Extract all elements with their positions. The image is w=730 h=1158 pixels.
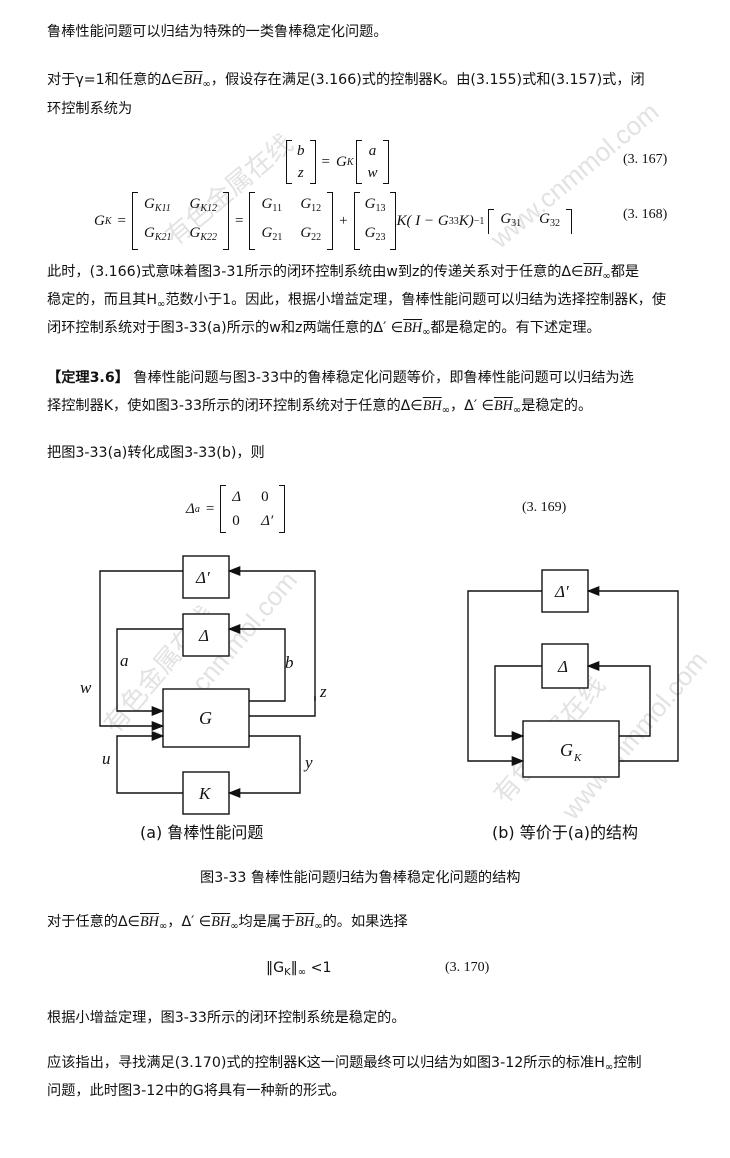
equation-number: (3. 168) (623, 207, 668, 222)
arrow-delta-prime-w (99, 570, 183, 732)
text-line: 把图3-33(a)转化成图3-33(b)，则 (47, 445, 265, 461)
arrow-b-outer-out (467, 590, 542, 767)
block-delta-prime (182, 555, 230, 599)
label-K: K (198, 784, 212, 803)
label-a: a (120, 651, 129, 670)
label-b-delta-prime: Δ′ (554, 582, 569, 601)
arrow-b-inner-in (586, 660, 651, 737)
text-line: 对于γ=1和任意的Δ∈BH∞，假设存在满足(3.166)式的控制器K。由(3.1… (47, 72, 645, 90)
theorem-label: 【定理3.6】 (47, 370, 129, 386)
arrow-delta-a (116, 628, 183, 717)
equation-number: (3. 169) (522, 500, 567, 515)
arrow-b-inner-out (494, 665, 542, 742)
arrow-b-outer-in (586, 585, 679, 762)
figure-3-33: Δ′ Δ G K a b w z u y (a) 鲁棒性能问题 Δ′ Δ G K… (80, 555, 679, 842)
text-line: 根据小增益定理，图3-33所示的闭环控制系统是稳定的。 (47, 1010, 406, 1026)
label-w: w (80, 678, 92, 697)
caption-b: (b) 等价于(a)的结构 (492, 823, 638, 842)
subfigure-a (99, 555, 316, 815)
caption-a: (a) 鲁棒性能问题 (140, 823, 263, 842)
equation-number: (3. 167) (623, 152, 668, 167)
text-line: 环控制系统为 (47, 101, 133, 117)
label-z: z (319, 682, 327, 701)
label-b: b (285, 653, 294, 672)
text-line: 择控制器K，使如图3-33所示的闭环控制系统对于任意的Δ∈BH∞，Δ′ ∈BH∞… (47, 398, 593, 416)
label-b-G-sub: K (573, 752, 582, 764)
arrow-K-u (116, 730, 183, 794)
label-y: y (303, 753, 313, 772)
line-z (249, 696, 316, 717)
label-b-delta: Δ (557, 657, 568, 676)
text-line: 鲁棒性能问题可以归结为特殊的一类鲁棒稳定化问题。 (47, 24, 388, 40)
label-delta: Δ (198, 626, 209, 645)
text-line: 应该指出，寻找满足(3.170)式的控制器K这一问题最终可以归结为如图3-12所… (47, 1055, 642, 1073)
text-line: 此时，(3.166)式意味着图3-31所示的闭环控制系统由w到z的传递关系对于任… (47, 264, 640, 282)
subfigure-b (467, 569, 679, 778)
text-line: 闭环控制系统对于图3-33(a)所示的w和z两端任意的Δ′ ∈BH∞都是稳定的。… (47, 320, 601, 338)
figure-caption: 图3-33 鲁棒性能问题归结为鲁棒稳定化问题的结构 (200, 870, 521, 886)
block-b-GK (522, 720, 620, 778)
equation-number: (3. 170) (445, 960, 490, 975)
arrow-z-delta-prime (227, 565, 316, 701)
arrow-b-delta (227, 623, 286, 702)
text-line: 对于任意的Δ∈BH∞，Δ′ ∈BH∞均是属于BH∞的。如果选择 (47, 914, 408, 932)
text-line: 问题，此时图3-12中的G将具有一种新的形式。 (47, 1083, 346, 1099)
arrow-y-K (227, 735, 301, 799)
label-b-G: G (560, 740, 573, 760)
label-G: G (199, 708, 212, 728)
label-delta-prime: Δ′ (195, 568, 210, 587)
block-G (162, 688, 250, 748)
text-line: 稳定的，而且其H∞范数小于1。因此，根据小增益定理，鲁棒性能问题可以归结为选择控… (47, 292, 667, 310)
block-b-delta-prime (541, 569, 589, 613)
theorem-3-6: 【定理3.6】 鲁棒性能问题与图3-33中的鲁棒稳定化问题等价，即鲁棒性能问题可… (47, 370, 634, 386)
label-u: u (102, 749, 111, 768)
equation-3-170: ‖GK‖∞ <1 (266, 960, 332, 978)
block-delta (182, 613, 230, 657)
